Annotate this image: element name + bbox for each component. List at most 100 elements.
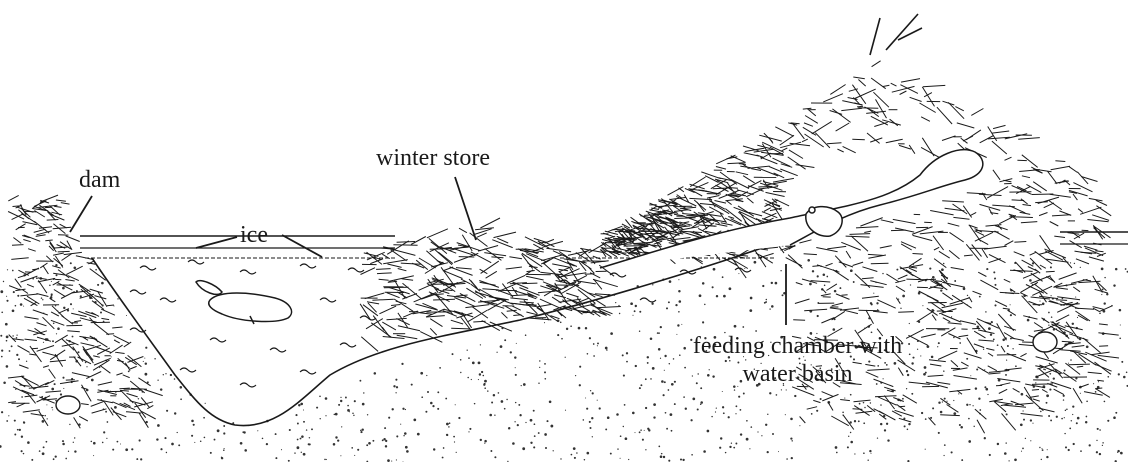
hatch-stroke [54, 206, 61, 207]
hatch-stroke [715, 201, 727, 204]
stipple-dot [711, 416, 712, 417]
hatch-stroke [43, 317, 55, 329]
hatch-stroke [1018, 138, 1040, 140]
hatch-stroke [33, 310, 48, 315]
hatch-stroke [672, 238, 691, 240]
stipple-dot [458, 417, 460, 419]
label-feeding-line-2: water basin [655, 360, 940, 388]
stipple-dot [997, 443, 999, 445]
stipple-dot [826, 276, 828, 278]
hatch-stroke [773, 158, 791, 166]
hatch-stroke [736, 200, 744, 201]
hatch-stroke [461, 279, 470, 284]
stipple-dot [55, 455, 57, 457]
stipple-dot [385, 440, 387, 442]
stipple-dot [864, 407, 866, 409]
hatch-stroke [8, 195, 18, 201]
stipple-dot [445, 398, 447, 400]
stipple-dot [3, 281, 4, 282]
hatch-stroke [1005, 134, 1027, 139]
stipple-dot [487, 390, 488, 391]
hatch-stroke [72, 373, 90, 377]
stipple-dot [1032, 423, 1033, 424]
stipple-dot [984, 437, 986, 439]
label-feeding-line-1: feeding chamber with [655, 332, 940, 360]
stipple-dot [91, 379, 94, 382]
stipple-dot [297, 423, 299, 425]
hatch-stroke [957, 123, 975, 128]
hatch-stroke [1099, 324, 1108, 325]
stipple-dot [156, 438, 158, 440]
hatch-stroke [769, 167, 782, 172]
stipple-dot [326, 459, 327, 460]
stipple-dot [746, 420, 748, 422]
hatch-stroke [546, 248, 571, 251]
stipple-dot [320, 418, 321, 419]
stipple-dot [174, 412, 176, 414]
stipple-dot [180, 386, 183, 389]
ground-stipple [0, 259, 1128, 462]
hatch-stroke [760, 249, 768, 250]
stipple-dot [120, 443, 121, 444]
stipple-dot [136, 458, 138, 460]
hatch-stroke [127, 393, 138, 397]
hatch-stroke [1095, 388, 1102, 389]
stipple-dot [700, 401, 703, 404]
stipple-dot [1042, 449, 1044, 451]
hatch-stroke [509, 257, 522, 259]
hatch-stroke [398, 326, 420, 331]
stipple-dot [677, 324, 679, 326]
stipple-dot [970, 375, 971, 376]
stipple-dot [1046, 456, 1048, 458]
stipple-dot [729, 287, 732, 290]
stipple-dot [640, 384, 642, 386]
stipple-dot [491, 402, 493, 404]
stipple-dot [725, 452, 726, 453]
hatch-stroke [457, 243, 481, 251]
stipple-dot [80, 295, 82, 297]
stipple-dot [0, 290, 3, 293]
hatch-stroke [1003, 180, 1011, 182]
hatch-stroke [1059, 273, 1077, 280]
ripple-mark [240, 383, 256, 387]
stipple-dot [976, 368, 978, 370]
hatch-stroke [1048, 171, 1058, 184]
stipple-dot [823, 273, 826, 276]
hatch-stroke [805, 116, 818, 124]
stipple-dot [587, 452, 590, 455]
stipple-dot [561, 338, 563, 340]
stipple-dot [835, 446, 838, 449]
stipple-dot [23, 453, 24, 454]
hatch-stroke [739, 257, 746, 258]
stipple-dot [699, 294, 702, 297]
stipple-dot [522, 447, 525, 450]
stipple-dot [467, 350, 468, 351]
stipple-dot [959, 424, 961, 426]
stipple-dot [969, 404, 970, 405]
stipple-dot [735, 413, 736, 414]
hatch-stroke [566, 293, 578, 297]
hatch-stroke [480, 282, 496, 285]
hatch-stroke [817, 265, 839, 272]
stipple-dot [660, 455, 663, 458]
stipple-dot [767, 414, 768, 415]
stipple-dot [723, 295, 726, 298]
stipple-dot [887, 439, 889, 441]
stipple-dot [56, 274, 58, 276]
stipple-dot [729, 446, 731, 448]
stipple-dot [363, 392, 364, 393]
stipple-dot [1064, 417, 1065, 418]
stipple-dot [69, 424, 70, 425]
hatch-stroke [846, 236, 870, 237]
stipple-dot [519, 414, 521, 416]
hatch-stroke [522, 283, 537, 284]
hatch-stroke [388, 264, 402, 267]
hatch-stroke [138, 378, 150, 386]
stipple-dot [735, 443, 737, 445]
hatch-stroke [796, 283, 803, 285]
hatch-stroke [25, 339, 37, 340]
stipple-dot [628, 459, 629, 460]
hatch-stroke [951, 360, 958, 366]
stipple-dot [1095, 391, 1097, 393]
